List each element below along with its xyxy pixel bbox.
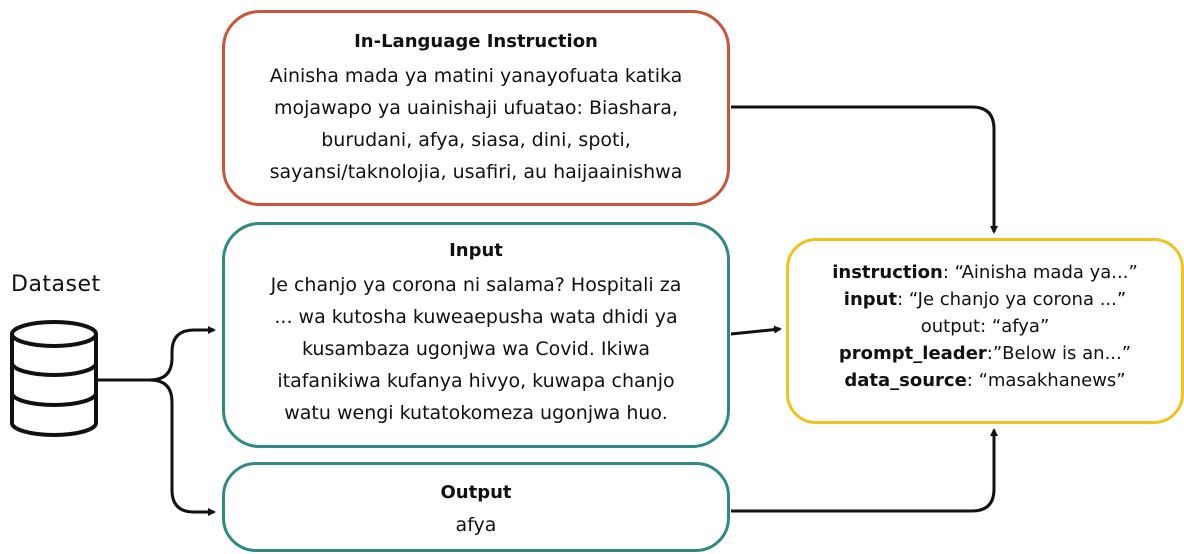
result-row-prompt-leader: prompt_leader:”Below is an...”: [789, 340, 1181, 367]
input-title: Input: [449, 240, 503, 261]
arrow-input-to-result: [730, 325, 782, 336]
result-key: instruction: [832, 262, 943, 283]
result-key: data_source: [844, 370, 967, 391]
input-line: kusambaza ugonjwa wa Covid. Ikiwa: [302, 338, 650, 360]
result-key: output: [920, 316, 981, 337]
input-text: Je chanjo ya corona ni salama? Hospitali…: [225, 269, 727, 429]
instruction-line: burudani, afya, siasa, dini, spoti,: [321, 129, 631, 151]
input-line: ... wa kutosha kuweaepusha wata dhidi ya: [274, 306, 678, 328]
input-box: Input Je chanjo ya corona ni salama? Hos…: [222, 222, 730, 448]
output-title: Output: [440, 482, 512, 503]
result-row-input: input: “Je chanjo ya corona ...”: [789, 286, 1181, 313]
arrow-dataset-to-output: [149, 378, 216, 516]
arrow-dataset-to-input: [98, 326, 216, 382]
instruction-line: Ainisha mada ya matini yanayofuata katik…: [269, 65, 683, 87]
result-value: : “afya”: [980, 316, 1050, 337]
arrow-instruction-to-result: [731, 105, 998, 234]
result-value: : “Je chanjo ya corona ...”: [897, 289, 1127, 310]
output-value: afya: [455, 514, 497, 536]
output-box: Output afya: [222, 462, 730, 552]
result-row-instruction: instruction: “Ainisha mada ya...”: [789, 259, 1181, 286]
result-value: :”Below is an...”: [986, 343, 1132, 364]
result-row-data-source: data_source: “masakhanews”: [789, 367, 1181, 394]
instruction-line: mojawapo ya uainishaji ufuatao: Biashara…: [274, 97, 678, 119]
result-box: instruction: “Ainisha mada ya...” input:…: [786, 238, 1184, 424]
input-line: itafanikiwa kufanya hivyo, kuwapa chanjo: [277, 370, 675, 392]
instruction-title: In-Language Instruction: [354, 31, 598, 52]
result-row-output: output: “afya”: [789, 313, 1181, 340]
arrow-output-to-result: [731, 428, 998, 513]
result-value: : “masakhanews”: [966, 370, 1126, 391]
input-line: watu wengi kutatokomeza ugonjwa huo.: [284, 402, 668, 424]
result-key: prompt_leader: [838, 343, 987, 364]
instruction-line: sayansi/taknolojia, usafiri, au haijaain…: [269, 161, 683, 183]
instruction-box: In-Language Instruction Ainisha mada ya …: [222, 10, 730, 206]
instruction-text: Ainisha mada ya matini yanayofuata katik…: [225, 60, 727, 188]
result-key: input: [843, 289, 898, 310]
result-value: : “Ainisha mada ya...”: [942, 262, 1138, 283]
dataset-label: Dataset: [11, 272, 101, 297]
input-line: Je chanjo ya corona ni salama? Hospitali…: [270, 274, 682, 296]
database-icon: [10, 320, 98, 437]
